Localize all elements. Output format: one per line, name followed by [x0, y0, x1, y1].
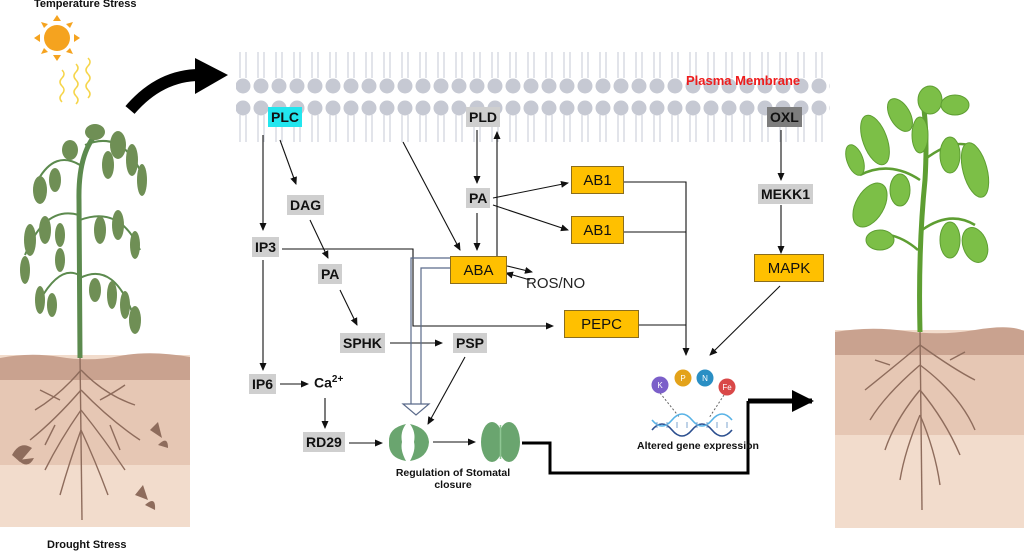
wilted-plant-stem	[76, 128, 102, 359]
nutrient-p-icon: P	[674, 369, 692, 387]
soil-middle-layer-right	[835, 345, 1024, 435]
node-psp: PSP	[453, 333, 488, 353]
healthy-plant-roots	[864, 329, 976, 511]
node-pa-top: PA	[466, 188, 491, 208]
healthy-leaves	[845, 85, 990, 263]
soil-top-layer	[0, 353, 190, 380]
node-ab1-top: AB1	[571, 166, 624, 194]
wilted-leaves	[20, 124, 147, 334]
stomata-closed-icon	[481, 422, 520, 462]
node-dag: DAG	[287, 195, 325, 215]
node-aba: ABA	[450, 256, 507, 284]
dry-soil-symbols	[12, 422, 168, 510]
stomata-open-icon	[388, 424, 429, 461]
stomatal-caption-line1: Regulation of Stomatal	[395, 467, 511, 479]
node-ab1-bottom: AB1	[571, 216, 624, 244]
ros-no-label: ROS/NO	[526, 275, 586, 292]
stomatal-closure-caption: Regulation of Stomatal closure	[393, 467, 513, 491]
node-pa-left: PA	[318, 264, 343, 284]
wilted-plant-illustration	[0, 124, 190, 527]
node-ip6: IP6	[249, 374, 277, 394]
gene-expression-caption: Altered gene expression	[637, 440, 759, 452]
temperature-stress-label: Temperature Stress	[34, 0, 137, 10]
node-rd29: RD29	[303, 432, 345, 452]
curved-arrow-head	[195, 58, 228, 94]
node-sphk: SPHK	[340, 333, 385, 353]
node-pld: PLD	[466, 107, 500, 127]
nutrient-label: K	[657, 381, 663, 390]
nutrient-label: P	[680, 374, 685, 383]
soil-top-layer-right	[835, 327, 1024, 355]
node-calcium: Ca2+	[314, 374, 343, 391]
wilted-plant-roots	[29, 354, 141, 521]
sun-icon	[34, 15, 91, 105]
output-path-line	[522, 401, 750, 475]
plasma-membrane	[236, 48, 830, 148]
node-pepc: PEPC	[564, 310, 639, 338]
calcium-charge: 2+	[331, 374, 344, 385]
drought-stress-label: Drought Stress	[47, 539, 127, 551]
pathway-arrows	[259, 130, 785, 447]
healthy-plant-illustration	[835, 85, 1024, 528]
nutrient-label: N	[702, 374, 708, 383]
nutrient-label: Fe	[722, 383, 732, 392]
node-ip3: IP3	[252, 237, 280, 257]
node-plc: PLC	[268, 107, 302, 127]
curved-arrow-to-membrane	[125, 69, 201, 114]
aba-to-stomata-hollow-arrow	[401, 257, 450, 416]
nutrient-k-icon: K	[651, 376, 669, 394]
nutrient-dna-illustration: K P N Fe	[651, 369, 736, 437]
node-mapk: MAPK	[754, 254, 824, 282]
plasma-membrane-label: Plasma Membrane	[686, 73, 801, 88]
nutrient-fe-icon: Fe	[718, 378, 736, 396]
stomatal-caption-line2: closure	[434, 479, 472, 491]
node-oxl: OXL	[767, 107, 802, 127]
calcium-label: Ca	[314, 374, 332, 391]
node-mekk1: MEKK1	[758, 184, 814, 204]
nutrient-n-icon: N	[696, 369, 714, 387]
dna-helix-icon	[651, 413, 733, 437]
